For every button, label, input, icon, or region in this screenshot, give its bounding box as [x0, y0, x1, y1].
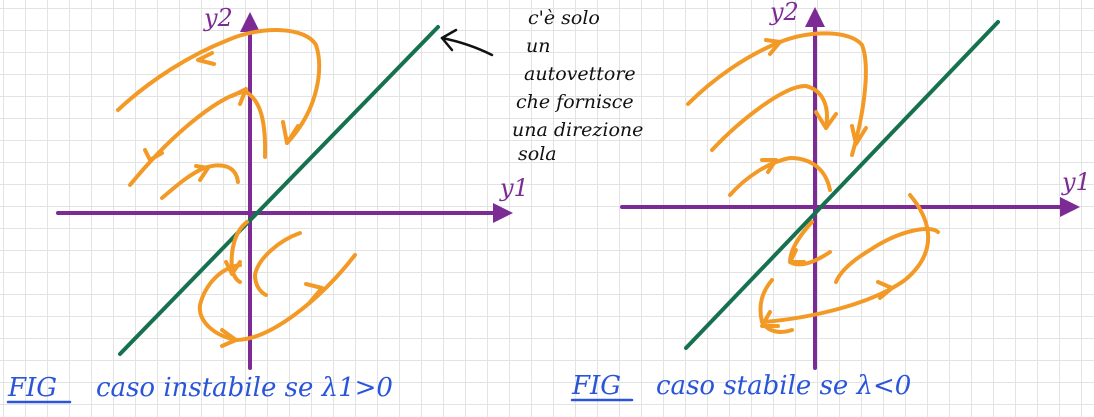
annotation-pointer-arrow [440, 28, 494, 57]
left-trajectory-2-arrow-b [230, 87, 248, 106]
right-trajectory-7-arrow [760, 310, 780, 328]
right-caption: FIG caso stabile se λ<0 [570, 371, 911, 402]
annotation-line: c'è solo [528, 7, 600, 29]
right-trajectory-2 [710, 83, 829, 152]
right-y-axis-label: y2 [769, 0, 799, 26]
left-x-axis-label: y1 [499, 174, 529, 202]
left-trajectory-3-arrow [194, 164, 210, 182]
left-trajectory-5 [253, 231, 302, 297]
annotation-line: autovettore [524, 63, 636, 85]
right-trajectories [686, 31, 940, 334]
left-trajectory-2-arrow [143, 148, 164, 162]
annotation-note: c'è solo un autovettore che fornisce una… [440, 7, 643, 165]
left-phase-portrait: y2 y1 [56, 4, 529, 370]
annotation-line: un [526, 35, 550, 57]
left-trajectory-6-arrow [304, 282, 324, 304]
annotation-line: che fornisce [516, 91, 634, 113]
right-trajectory-1-arrow-b [850, 124, 868, 146]
left-caption-text: caso instabile se λ1>0 [96, 373, 393, 403]
left-trajectory-6 [197, 253, 357, 342]
left-y-axis-label: y2 [203, 4, 233, 32]
left-caption: FIG caso instabile se λ1>0 [6, 373, 393, 404]
right-trajectory-4 [788, 220, 832, 267]
annotation-line: sola [518, 143, 557, 165]
right-trajectory-6 [762, 193, 931, 324]
left-trajectory-6-arrow-b [220, 328, 238, 348]
left-trajectory-1 [116, 28, 322, 145]
right-trajectory-1-arrow [764, 38, 782, 56]
right-caption-text: caso stabile se λ<0 [656, 371, 911, 401]
right-eigenvector-line [684, 20, 1000, 350]
left-caption-prefix: FIG [7, 373, 57, 403]
right-trajectory-1 [686, 31, 868, 157]
left-eigenvector-line [118, 25, 440, 356]
right-caption-prefix: FIG [571, 371, 621, 401]
right-trajectory-3 [728, 156, 832, 197]
right-trajectory-6-arrow [876, 280, 894, 300]
right-trajectory-2-arrow [814, 110, 838, 130]
left-trajectory-1-arrow-b [281, 120, 300, 145]
right-phase-portrait: y2 y1 [620, 0, 1091, 370]
right-x-axis-label: y1 [1061, 168, 1091, 196]
right-trajectory-3-arrow [760, 158, 778, 174]
annotation-line: una direzione [512, 119, 643, 141]
right-trajectory-4-arrow [788, 248, 806, 264]
left-trajectories [116, 28, 357, 348]
left-trajectory-1-arrow [196, 51, 216, 66]
